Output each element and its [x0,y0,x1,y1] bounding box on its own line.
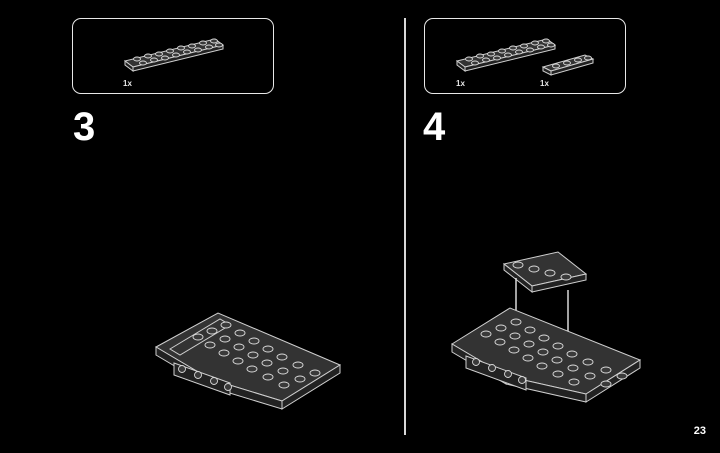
plate-1x4-floating [502,251,588,294]
step-4-panel: 1x 1x 4 [406,0,720,453]
assembly-step-3 [154,312,342,410]
part-qty: 1x [123,79,132,88]
plate-2x8-icon [455,38,557,72]
step-number: 3 [73,105,96,149]
step-3-panel: 1x 3 [72,18,342,410]
parts-callout-step-3: 1x [72,18,274,94]
parts-callout-step-4: 1x 1x [424,18,626,94]
assembly-step-4 [451,251,642,403]
page-number: 23 [693,425,706,437]
part-qty: 1x [540,79,549,88]
plate-2x8-icon [123,38,225,72]
part-qty: 1x [456,79,465,88]
step-number: 4 [423,105,446,149]
page-divider [404,18,406,435]
plate-1x4-icon [541,54,595,76]
